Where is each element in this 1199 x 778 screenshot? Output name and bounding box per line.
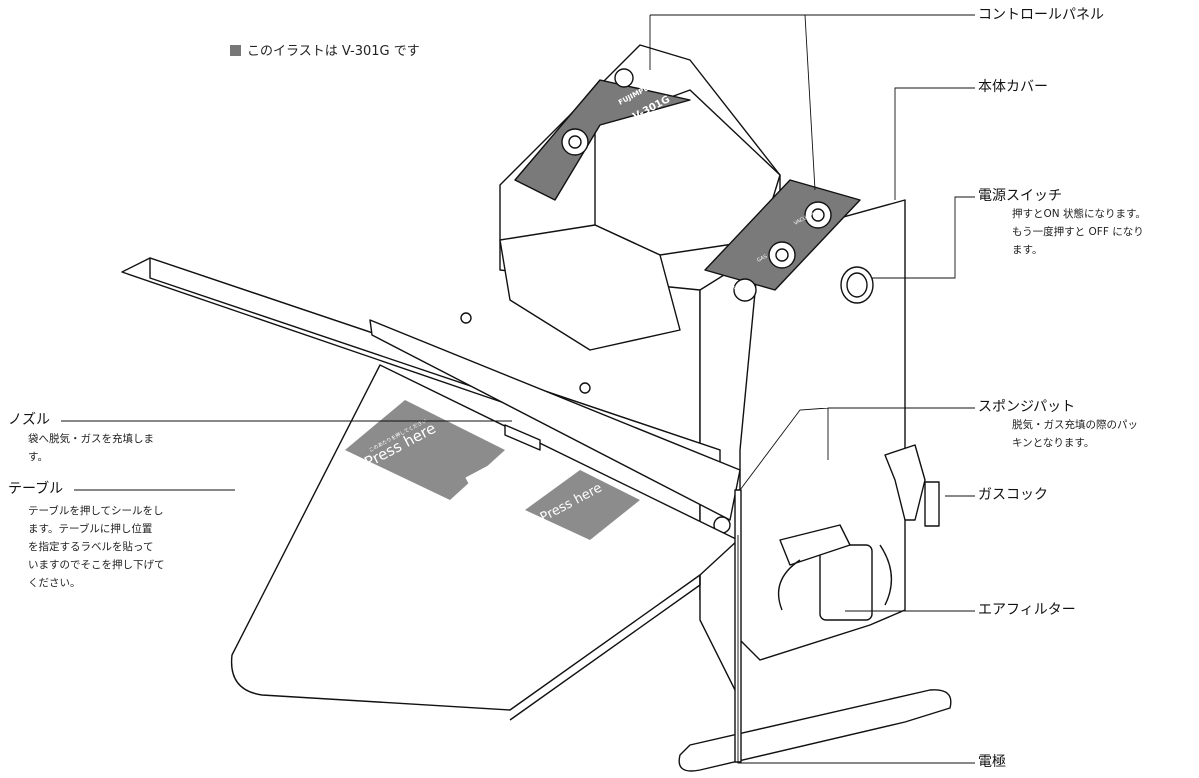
press-label-left-area — [345, 400, 505, 500]
gas-cock — [884, 444, 926, 521]
desc-sponge-pad: 脱気・ガス充填の際のパッ キンとなります。 — [1012, 419, 1138, 449]
caption-square-icon — [230, 45, 241, 56]
label-control-panel: コントロールパネル — [978, 7, 1104, 23]
panel-text-gas: GAS — [756, 254, 768, 264]
caption-text: このイラストは V-301G です — [247, 44, 420, 59]
label-power-switch: 電源スイッチ — [978, 188, 1062, 204]
leader-electrode — [737, 535, 975, 764]
label-table: テーブル — [8, 481, 64, 497]
leader-body-cover — [894, 87, 975, 200]
desc-power-switch: 押すとON 状態になります。 もう一度押すと OFF になり ます。 — [1012, 208, 1146, 256]
machine-base-foot — [678, 689, 952, 772]
panel-text-seal: SEAL — [658, 76, 672, 87]
leader-sponge-pad — [739, 407, 975, 491]
label-air-filter: エアフィルター — [978, 602, 1076, 618]
press-label-right-area — [525, 470, 640, 540]
desc-table: テーブルを押してシールをし ます。テーブルに押し位置 を指定するラベルを貼って … — [28, 505, 165, 589]
press-label-center-card — [465, 451, 535, 515]
caption: このイラストは V-301G です — [230, 40, 420, 59]
desc-nozzle: 袋へ脱気・ガスを充填しま す。 — [28, 433, 154, 463]
label-sponge-pad: スポンジパット — [978, 399, 1076, 415]
air-filter-body — [819, 544, 873, 621]
leader-control-panel — [649, 14, 975, 191]
label-electrode: 電極 — [978, 754, 1006, 770]
nozzle — [504, 424, 541, 451]
control-panel-left — [514, 79, 691, 201]
label-body-cover: 本体カバー — [978, 79, 1048, 95]
leader-power-switch — [872, 196, 975, 279]
table — [230, 364, 739, 711]
label-nozzle: ノズル — [8, 412, 50, 428]
button-start — [733, 278, 757, 302]
label-gas-cock: ガスコック — [978, 487, 1048, 503]
panel-text-power: POWER — [826, 178, 846, 192]
